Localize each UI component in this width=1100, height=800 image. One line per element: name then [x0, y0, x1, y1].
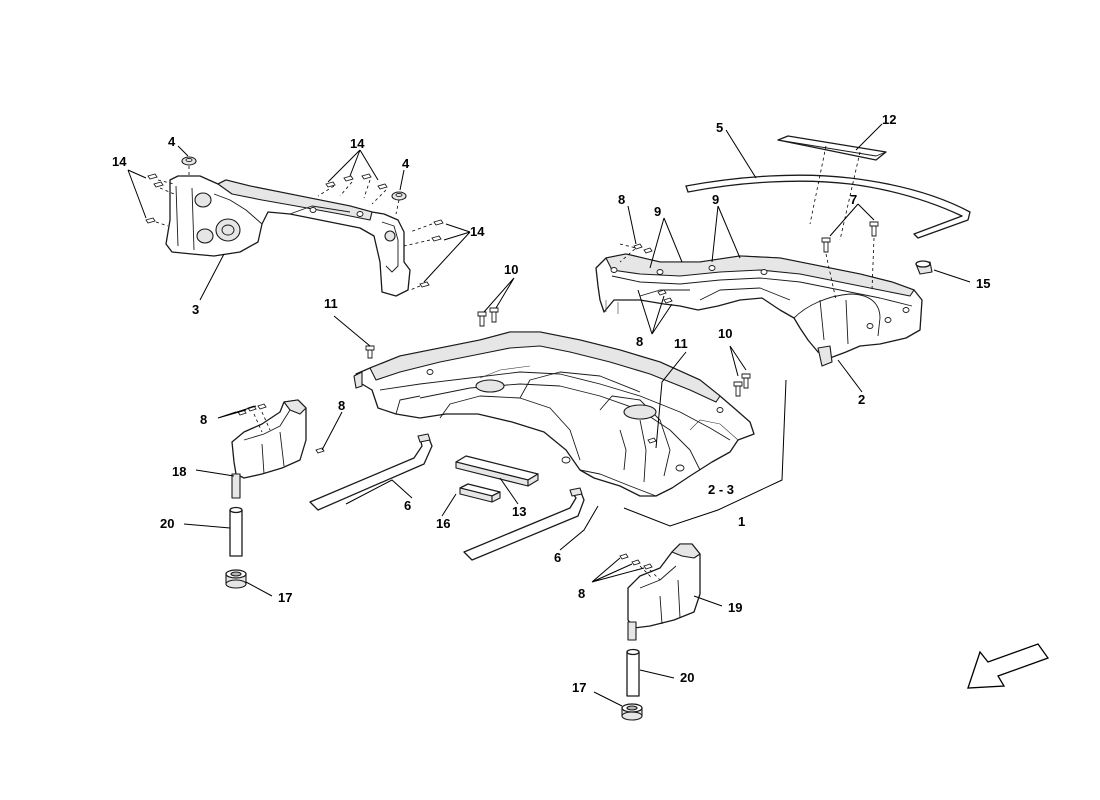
callout-13: 13	[512, 504, 526, 519]
callout-5: 5	[716, 120, 723, 135]
part-3-bracket	[165, 175, 411, 297]
callout-19: 19	[728, 600, 742, 615]
callout-8-top: 8	[618, 192, 625, 207]
callout-8-left: 8	[200, 412, 207, 427]
callout-14-left: 14	[112, 154, 127, 169]
part-12-strip	[777, 135, 887, 241]
callout-8-mid: 8	[636, 334, 643, 349]
callout-9-left: 9	[654, 204, 661, 219]
callout-4-left: 4	[168, 134, 176, 149]
part-3-fasteners	[145, 156, 444, 291]
callout-labels: 1 2 2 - 3 3 4 4 5 6 6 8 8 8 8 8 9 9 10 1…	[112, 112, 990, 695]
leader-lines	[127, 123, 971, 707]
callout-14-right: 14	[470, 224, 485, 239]
callout-20-right: 20	[680, 670, 694, 685]
direction-arrow-icon	[967, 643, 1050, 689]
callout-8-shield: 8	[338, 398, 345, 413]
callout-18: 18	[172, 464, 186, 479]
callout-20-left: 20	[160, 516, 174, 531]
callout-10-top: 10	[504, 262, 518, 277]
callout-6-right: 6	[554, 550, 561, 565]
callout-6-left: 6	[404, 498, 411, 513]
part-2-fasteners	[619, 221, 879, 304]
part-20-tubes	[229, 506, 640, 697]
part-2-rear-member	[595, 253, 923, 367]
callout-1: 1	[738, 514, 745, 529]
callout-17-left: 17	[278, 590, 292, 605]
callout-4-right: 4	[402, 156, 410, 171]
part-17-grommets	[225, 569, 643, 721]
part-1-fasteners	[365, 307, 751, 444]
callout-11-left: 11	[324, 296, 338, 311]
callout-7: 7	[850, 192, 857, 207]
callout-15: 15	[976, 276, 990, 291]
callout-8-bottom: 8	[578, 586, 585, 601]
part-16-block	[459, 483, 501, 503]
callout-11-right: 11	[674, 336, 688, 351]
callout-9-right: 9	[712, 192, 719, 207]
callout-17-right: 17	[572, 680, 586, 695]
part-18-shield	[231, 399, 325, 499]
callout-16: 16	[436, 516, 450, 531]
callout-2-3: 2 - 3	[708, 482, 734, 497]
part-15-grommet	[915, 260, 933, 275]
part-1-main-pan	[353, 331, 755, 497]
part-13-block	[455, 455, 539, 487]
part-6-hoses	[309, 433, 585, 561]
part-19-shield	[619, 543, 701, 641]
part-5-strip	[685, 174, 971, 239]
callout-10-right: 10	[718, 326, 732, 341]
callout-3: 3	[192, 302, 199, 317]
callout-14-top: 14	[350, 136, 365, 151]
callout-2: 2	[858, 392, 865, 407]
callout-12: 12	[882, 112, 896, 127]
